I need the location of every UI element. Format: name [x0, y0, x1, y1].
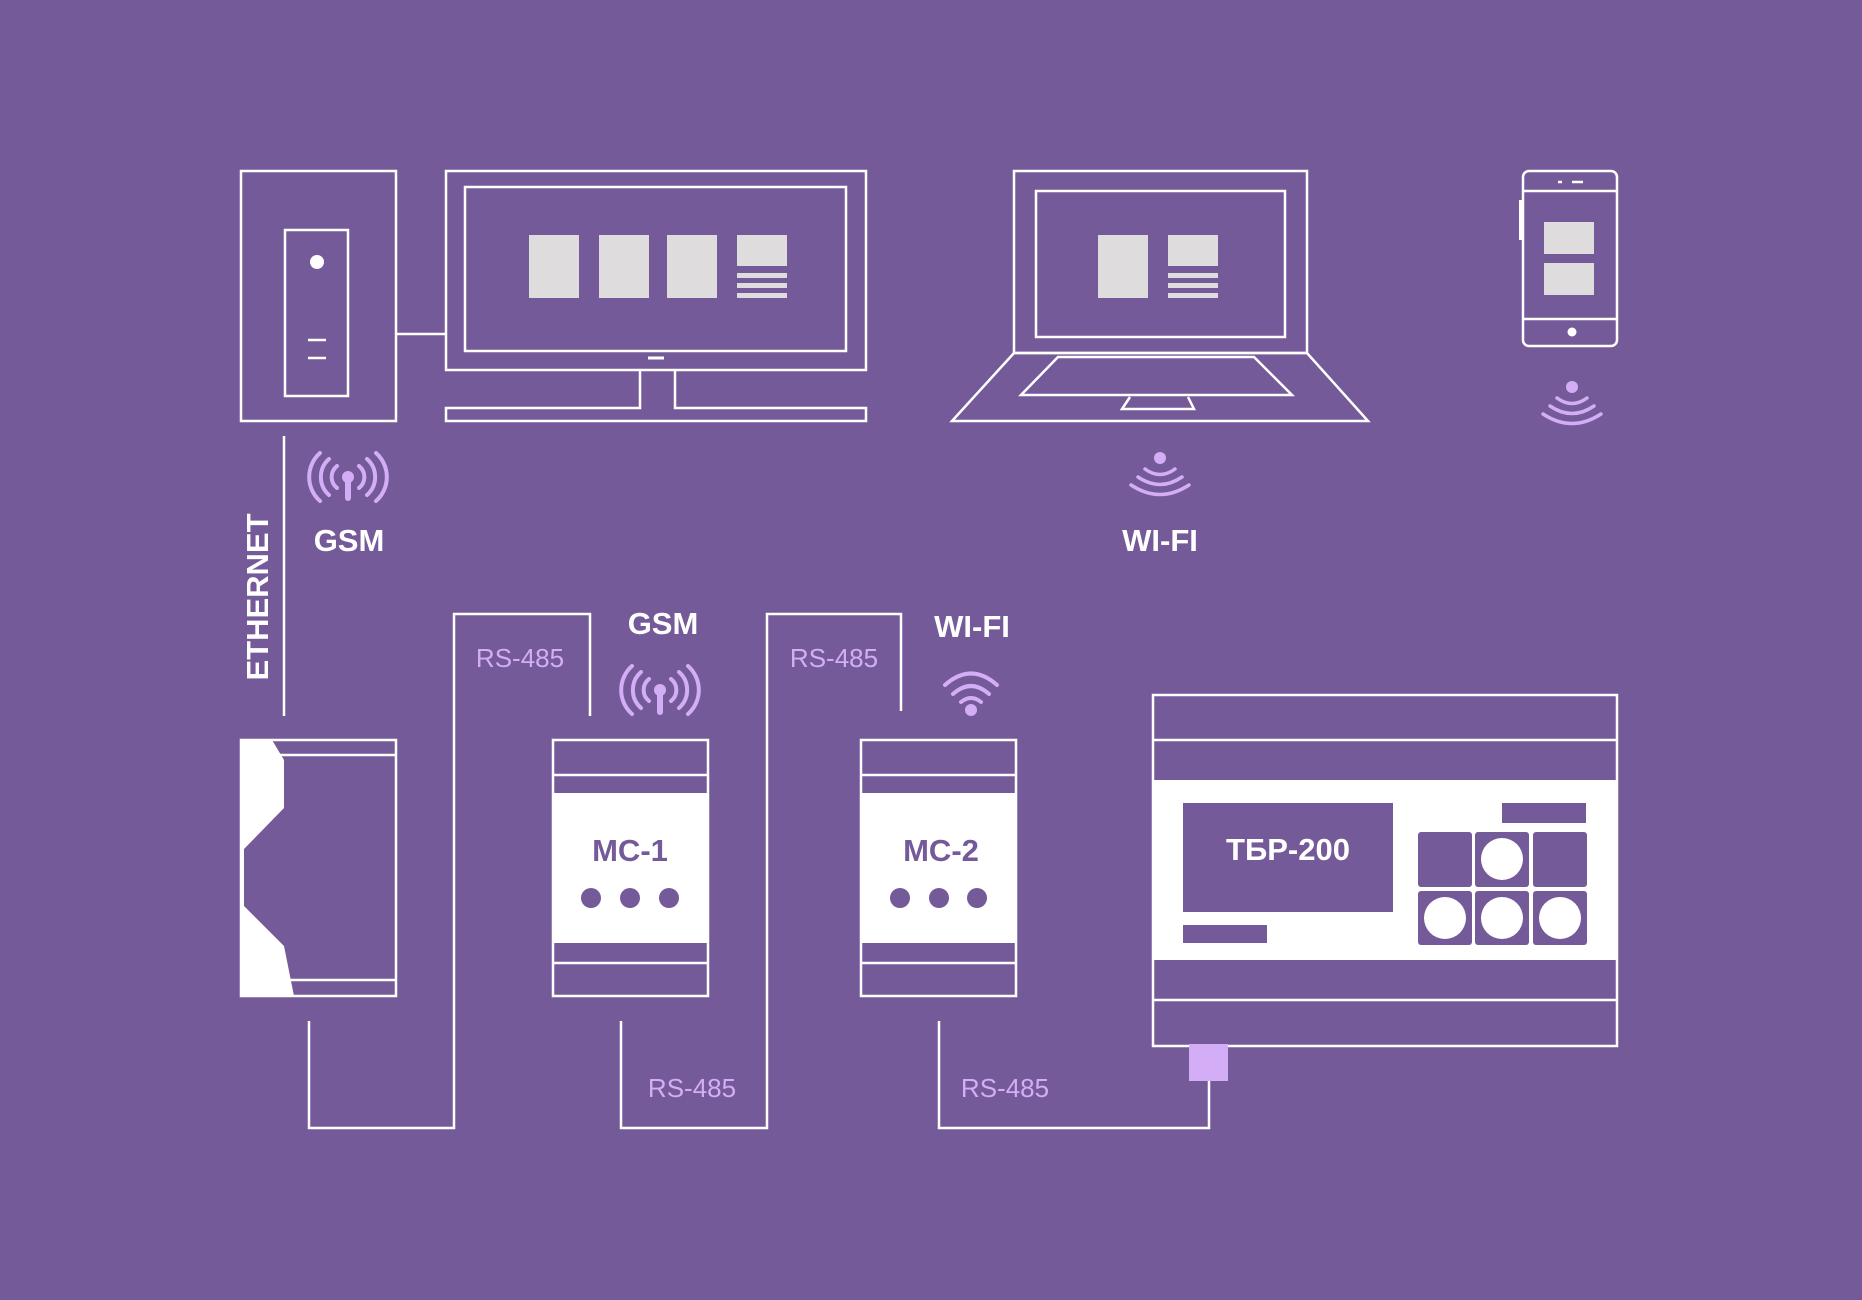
- wifi-signal-icon: [1129, 452, 1191, 497]
- gsm-label-mc1: GSM: [628, 606, 699, 641]
- tbr200-knob-3: [1481, 897, 1523, 939]
- phone-screen-widgets: [1544, 222, 1594, 295]
- tbr200-controller: [1151, 693, 1619, 1081]
- wifi-label-mc2: WI-FI: [934, 609, 1010, 644]
- tbr200-display: [1183, 803, 1393, 912]
- rs485-label-lower-mc2: RS-485: [961, 1073, 1049, 1103]
- gateway-module: [239, 738, 398, 998]
- pc-tower-icon: [239, 169, 398, 423]
- smartphone-icon: [1519, 169, 1619, 348]
- mc1-module: [551, 738, 710, 998]
- mc2-label: МС-2: [903, 833, 979, 868]
- laptop-icon: [949, 169, 1371, 423]
- mc1-status-led-3: [659, 888, 679, 908]
- mc1-status-led-2: [620, 888, 640, 908]
- laptop-screen-widgets: [1098, 235, 1218, 298]
- mc1-status-led-1: [581, 888, 601, 908]
- desktop-monitor-icon: [444, 169, 868, 423]
- rs485-bus-wiring: [307, 612, 1211, 1130]
- rs485-label-upper-right: RS-485: [790, 643, 878, 673]
- mc2-module: [859, 738, 1018, 998]
- tbr200-indicator-top: [1502, 803, 1586, 823]
- mc2-status-led-2: [929, 888, 949, 908]
- gsm-tower-icon-mc1: [619, 664, 701, 716]
- rs485-label-upper-left: RS-485: [476, 643, 564, 673]
- rs485-label-lower-mc1: RS-485: [648, 1073, 736, 1103]
- mc2-status-led-3: [967, 888, 987, 908]
- gsm-label-top: GSM: [314, 523, 385, 558]
- mc1-label: МС-1: [592, 833, 668, 868]
- tbr200-label: ТБР-200: [1226, 832, 1350, 867]
- tbr200-knob-4: [1539, 897, 1581, 939]
- tbr200-rs485-port: [1189, 1044, 1228, 1081]
- ethernet-label: ETHERNET: [240, 513, 275, 680]
- gsm-tower-icon: [307, 451, 389, 503]
- mc2-status-led-1: [890, 888, 910, 908]
- tbr200-indicator-bottom: [1183, 925, 1267, 943]
- tbr200-knob-1: [1481, 838, 1523, 880]
- tbr200-key-3: [1533, 832, 1587, 887]
- monitor-screen-widgets: [529, 235, 787, 298]
- tbr200-knob-2: [1424, 897, 1466, 939]
- wifi-label-top: WI-FI: [1122, 523, 1198, 558]
- tbr200-key-1: [1418, 832, 1472, 887]
- wifi-signal-icon-phone: [1541, 381, 1603, 426]
- wifi-icon: [943, 671, 999, 716]
